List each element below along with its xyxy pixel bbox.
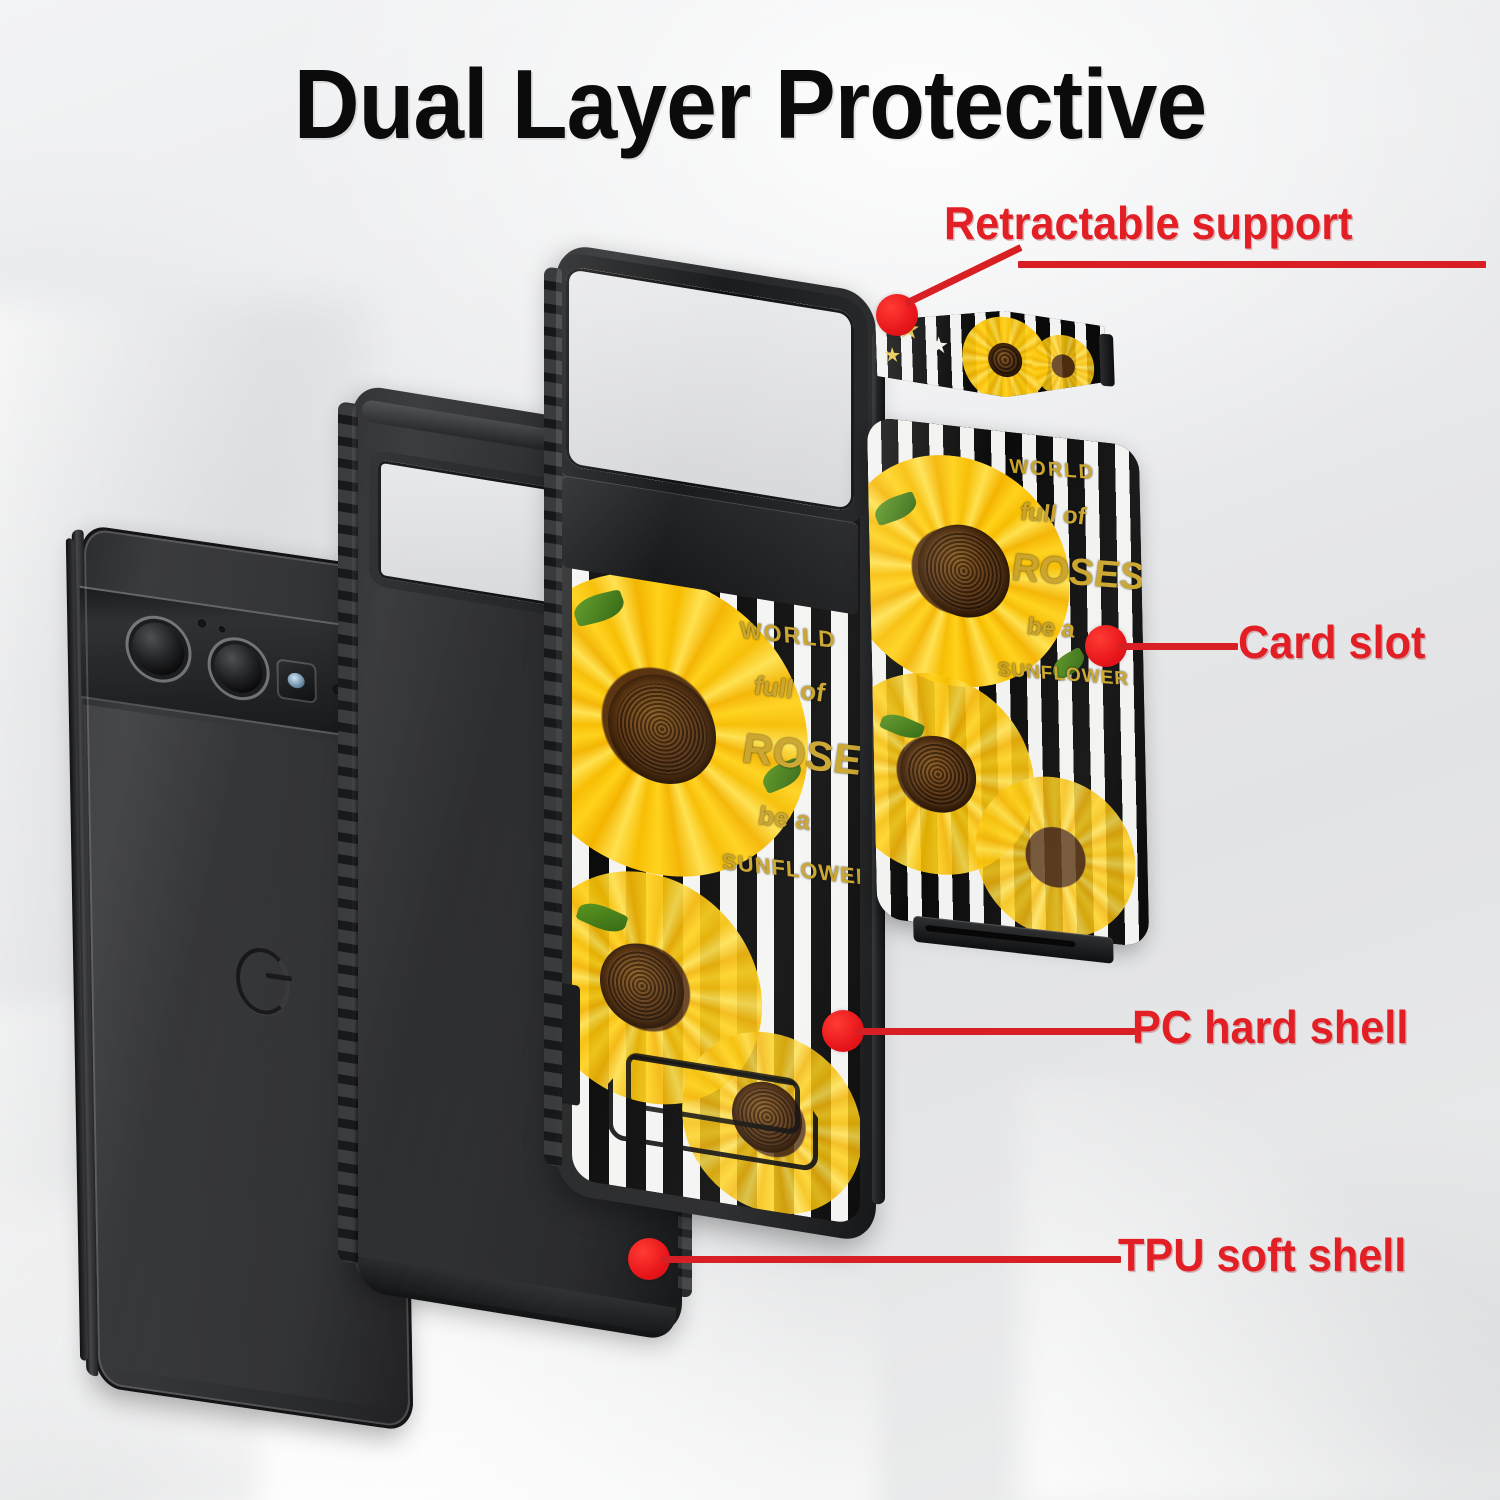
callout-label-retractable-support: Retractable support <box>944 197 1353 249</box>
camera-sensor-icon <box>276 658 318 705</box>
artwork-line-2: full of <box>1019 498 1087 531</box>
card-plate-body: WORLD full of ROSES be a SUNFLOWER <box>866 416 1150 948</box>
pc-shell-body: WORLD full of ROSES be a SUNFLOWER <box>556 242 876 1244</box>
callout-diagonal-retractable-support <box>904 244 1023 307</box>
pc-side-grip <box>544 266 562 1168</box>
microphone-icon <box>218 625 226 633</box>
callout-label-pc-hard-shell: PC hard shell <box>1132 1001 1409 1053</box>
callout-label-card-slot: Card slot <box>1238 616 1426 668</box>
kickstand-hinge <box>1098 333 1115 387</box>
pc-hard-shell: WORLD full of ROSES be a SUNFLOWER <box>544 242 885 1244</box>
fabric-fold <box>1020 1080 1500 1500</box>
callout-line-retractable-support <box>1018 261 1486 268</box>
artwork-line-4: be a <box>1026 612 1076 644</box>
page-title: Dual Layer Protective <box>293 49 1207 159</box>
callout-line-card-slot <box>1118 643 1238 650</box>
camera-lens-icon <box>132 619 185 679</box>
callout-line-tpu-soft-shell <box>661 1256 1121 1263</box>
artwork-line-4: be a <box>757 800 811 836</box>
callout-label-tpu-soft-shell: TPU soft shell <box>1118 1229 1407 1281</box>
card-slot-plate: WORLD full of ROSES be a SUNFLOWER <box>866 416 1150 964</box>
camera-lens-icon <box>214 641 264 697</box>
microphone-icon <box>197 618 207 629</box>
callout-line-pc-hard-shell <box>855 1028 1135 1035</box>
